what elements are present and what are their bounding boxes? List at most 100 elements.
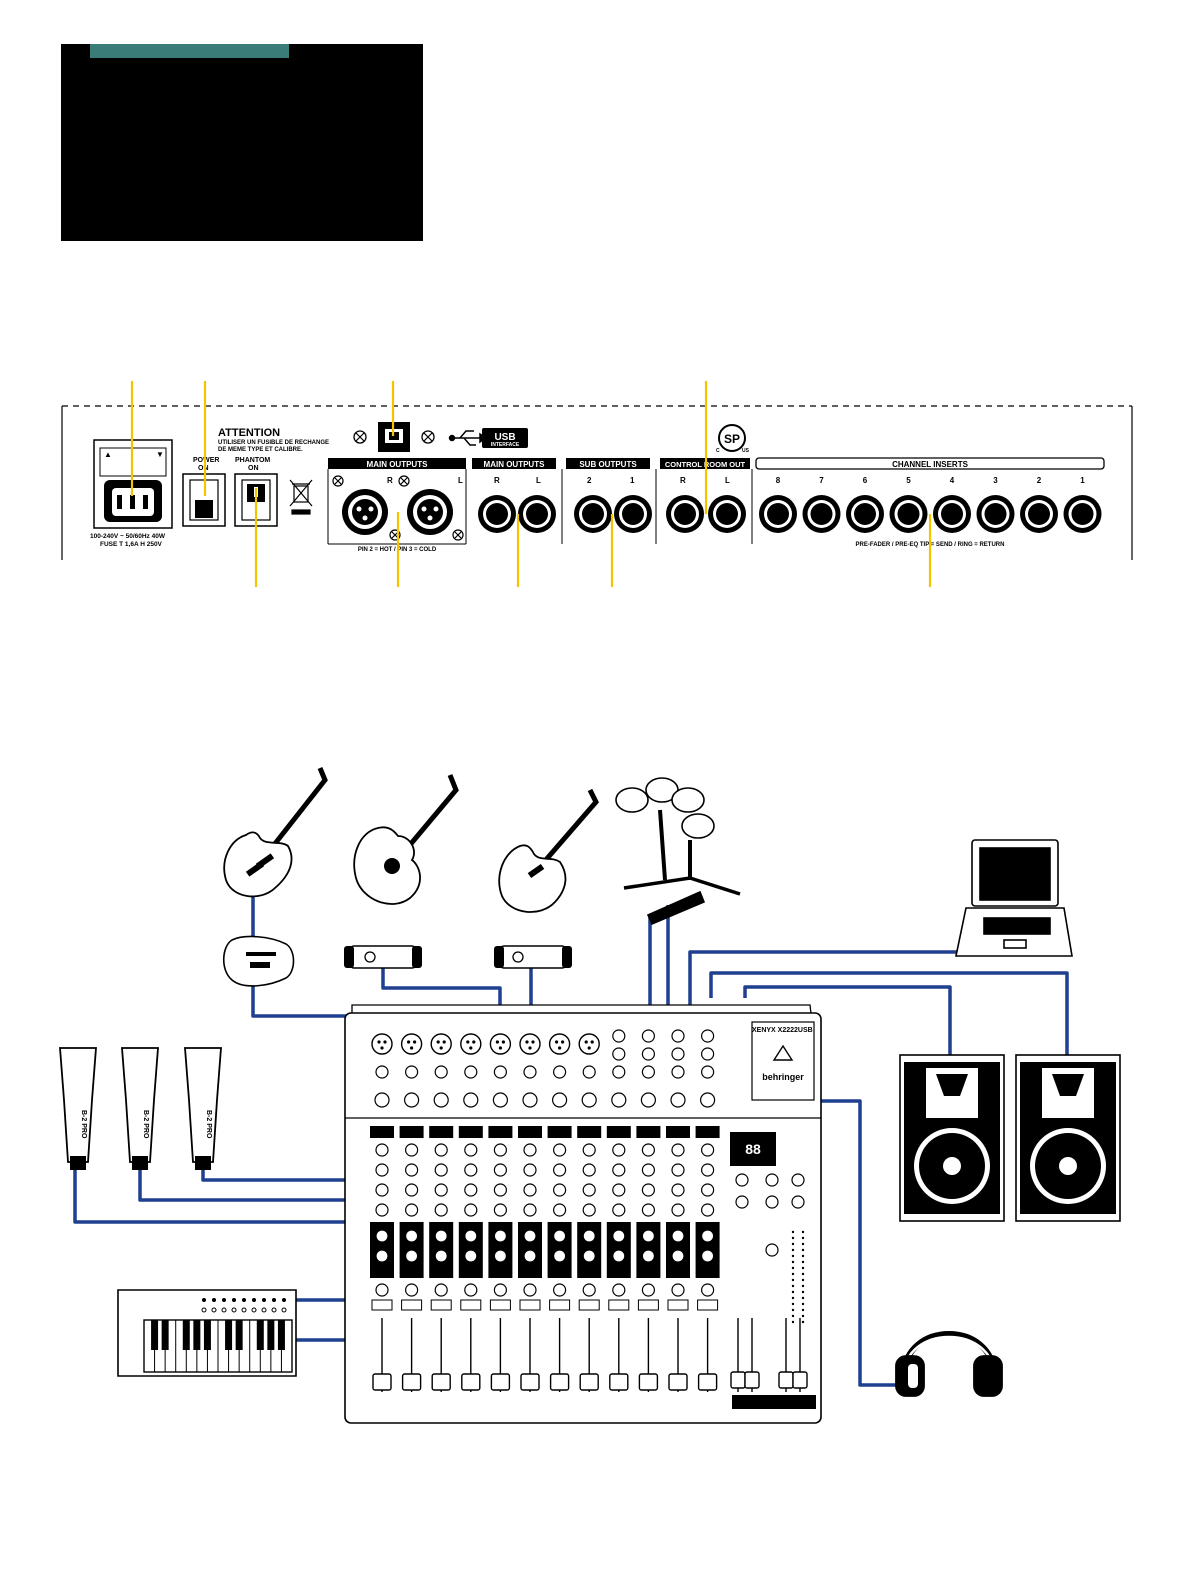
bass-guitar-icon	[498, 788, 599, 913]
phantom-label-on: ON	[248, 465, 259, 472]
jack-main-output-r[interactable]	[478, 495, 516, 533]
weee-bin-icon	[289, 479, 313, 515]
sub-output-2[interactable]	[574, 495, 612, 533]
guitar-effects-pedal-icon	[222, 935, 295, 987]
di-box-icon	[494, 945, 572, 969]
condenser-mic-icon-1: B-2 PRO	[59, 1047, 97, 1170]
insert-jack-1[interactable]	[1063, 495, 1102, 533]
insert-number-8: 8	[776, 476, 781, 485]
studio-monitors	[899, 1054, 1121, 1222]
xlr-output-l[interactable]	[407, 489, 453, 535]
insert-jack-2[interactable]	[1020, 495, 1058, 533]
title-block	[61, 44, 423, 241]
insert-jack-4[interactable]	[933, 495, 971, 533]
channel-strip-3	[429, 1033, 454, 1392]
insert-jack-3[interactable]	[976, 495, 1015, 533]
jack-main-output-l[interactable]	[518, 495, 556, 533]
mic-badge: B-2 PRO	[205, 1110, 212, 1139]
channel-strip-2	[399, 1033, 424, 1392]
master-knob	[791, 1195, 805, 1209]
callout-lines	[130, 381, 932, 587]
master-knob	[735, 1173, 749, 1187]
xlr-outputs-header	[328, 458, 466, 469]
power-label: POWER	[193, 457, 219, 464]
electric-guitar-icon	[223, 767, 328, 898]
channel-strip-7	[547, 1033, 572, 1392]
screw-icon	[421, 430, 435, 444]
sub-output-1[interactable]	[614, 495, 652, 533]
channel-strip-8	[577, 1033, 602, 1392]
usb-badge	[482, 428, 528, 448]
insert-jack-5[interactable]	[889, 495, 928, 533]
master-knob	[765, 1243, 779, 1257]
xlr-output-r[interactable]	[342, 489, 388, 535]
insert-number-4: 4	[950, 476, 955, 485]
midi-keyboard-icon	[117, 1289, 297, 1377]
csa-mark: SP C US	[716, 424, 750, 454]
jack-main-outputs-label: MAIN OUTPUTS	[484, 460, 546, 469]
electronic-drum-kit-icon	[615, 777, 741, 926]
xlr-r-label: R	[387, 476, 393, 485]
svg-text:▼: ▼	[156, 450, 164, 459]
master-knob	[765, 1195, 779, 1209]
inserts-header	[755, 457, 1105, 470]
channel-strip-6	[518, 1033, 542, 1392]
mixer: behringer XENYX X2222USB 88	[344, 1004, 822, 1424]
insert-number-7: 7	[819, 476, 824, 485]
jack-main-outputs-header	[472, 458, 556, 469]
control-room-output-r[interactable]	[666, 495, 704, 533]
xlr-l-label: L	[458, 476, 463, 485]
fuse-rating: FUSE T 1,6A H 250V	[100, 541, 163, 548]
screw-icon	[353, 430, 367, 444]
insert-number-5: 5	[906, 476, 911, 485]
mixer-model: XENYX X2222USB	[752, 1027, 813, 1034]
studio-monitor-left	[899, 1054, 1005, 1222]
svg-text:C: C	[716, 448, 720, 454]
channel-strip-10	[636, 1029, 661, 1392]
insert-number-6: 6	[863, 476, 868, 485]
channel-strip-9	[606, 1029, 631, 1392]
cable-speaker-right	[709, 971, 1069, 1055]
usb-badge-bottom: INTERFACE	[491, 442, 520, 448]
mixer-bottom-strip	[732, 1395, 816, 1409]
svg-text:▲: ▲	[104, 450, 112, 459]
level-display	[730, 1132, 776, 1166]
studio-monitor-right	[1015, 1054, 1121, 1222]
laptop-icon	[955, 839, 1073, 957]
inserts-label: CHANNEL INSERTS	[892, 460, 969, 469]
usb-badge-top: USB	[494, 432, 515, 443]
mixer-brand: behringer	[762, 1072, 804, 1082]
master-knob	[765, 1173, 779, 1187]
mixer-logo-panel: behringer	[751, 1021, 815, 1101]
channel-strip-1	[370, 1033, 394, 1392]
title-accent-bar	[90, 44, 289, 58]
xlr-outputs-label: MAIN OUTPUTS	[367, 460, 429, 469]
svg-text:SP: SP	[724, 432, 740, 446]
insert-jack-7[interactable]	[802, 495, 841, 533]
insert-jack-8[interactable]	[759, 495, 797, 533]
sub-outputs-label: SUB OUTPUTS	[579, 460, 637, 469]
insert-number-1: 1	[1080, 476, 1085, 485]
jack-main-l-label: L	[536, 476, 541, 485]
cable-laptop	[688, 950, 1060, 1010]
sub-outputs-header	[566, 458, 650, 469]
mic-badge: B-2 PRO	[142, 1110, 149, 1139]
master-fader	[778, 1318, 794, 1392]
master-fader	[792, 1318, 808, 1392]
master-knob	[791, 1173, 805, 1187]
insert-jacks	[759, 495, 1102, 533]
phantom-label: PHANTOM	[235, 457, 270, 464]
insert-jack-6[interactable]	[846, 495, 884, 533]
power-switch[interactable]	[182, 473, 226, 527]
cable-speaker-left	[743, 985, 952, 1055]
insert-number-3: 3	[993, 476, 998, 485]
svg-text:US: US	[742, 448, 750, 454]
level-display-value: 88	[745, 1141, 761, 1157]
condenser-mic-icon-2: B-2 PRO	[121, 1047, 159, 1170]
channel-strip-5	[488, 1033, 513, 1392]
control-room-r-label: R	[680, 476, 686, 485]
attention-line1: UTILISER UN FUSIBLE DE RECHANGE	[218, 440, 329, 446]
channel-strip-4	[458, 1033, 483, 1392]
sub-1-label: 1	[630, 476, 635, 485]
control-room-output-l[interactable]	[708, 495, 746, 533]
